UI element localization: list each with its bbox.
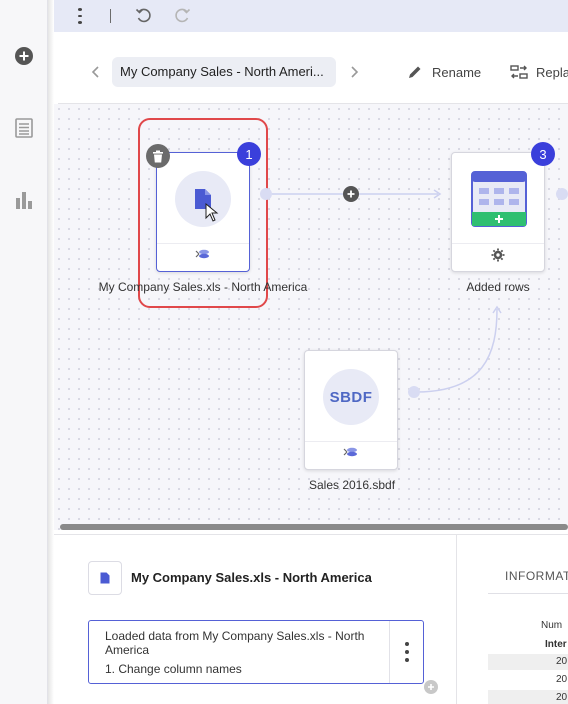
selection-highlight	[138, 118, 268, 308]
swap-icon	[510, 63, 528, 81]
tab-information[interactable]: INFORMAT	[505, 569, 568, 583]
step-badge: 1	[237, 142, 261, 166]
step-item: 1. Change column names	[105, 662, 242, 676]
transform-icon	[195, 248, 211, 267]
chevron-left-icon[interactable]	[88, 64, 104, 80]
node-label: My Company Sales.xls - North America	[98, 280, 308, 294]
rename-button[interactable]: Rename	[406, 62, 481, 82]
gear-icon[interactable]	[491, 248, 505, 267]
add-step-icon[interactable]	[424, 680, 438, 694]
panel-divider	[456, 534, 457, 704]
source-selector[interactable]: My Company Sales - North Ameri...	[112, 57, 336, 87]
toolbar-separator	[110, 9, 111, 23]
horizontal-scrollbar[interactable]	[60, 524, 568, 530]
node-label: Added rows	[466, 280, 530, 294]
replace-button[interactable]: Repla	[510, 62, 568, 82]
table-row	[488, 690, 568, 704]
transform-icon	[343, 446, 359, 465]
table-cell: 20	[556, 656, 568, 667]
output-port[interactable]	[260, 188, 272, 200]
rename-label: Rename	[432, 64, 482, 80]
table-header-cell: Inter	[545, 639, 567, 650]
top-toolbar	[54, 0, 568, 32]
bar-chart-icon[interactable]	[13, 189, 35, 211]
added-rows-node[interactable]	[451, 152, 545, 272]
step-description-cont: America	[105, 643, 150, 657]
left-rail	[0, 0, 48, 704]
table-add-rows-icon	[471, 171, 527, 227]
flow-canvas[interactable]: 1 My Company Sales.xls - North America 3…	[54, 104, 568, 530]
tab-underline	[488, 593, 568, 594]
kebab-vertical-icon[interactable]	[389, 621, 423, 683]
output-port[interactable]	[556, 188, 568, 200]
node-footer	[305, 441, 397, 469]
node-label: Sales 2016.sbdf	[308, 478, 396, 492]
add-step-icon[interactable]	[343, 186, 359, 202]
details-title: My Company Sales.xls - North America	[131, 570, 372, 585]
node-footer	[452, 243, 544, 271]
undo-icon[interactable]	[134, 6, 154, 26]
table-cell: 20	[556, 692, 568, 703]
source-header: My Company Sales - North Ameri... Rename…	[58, 40, 568, 104]
node-footer	[157, 243, 249, 271]
step-badge: 3	[531, 142, 555, 166]
replace-label: Repla	[536, 64, 568, 80]
output-port[interactable]	[408, 386, 420, 398]
chevron-right-icon[interactable]	[346, 64, 362, 80]
redo-icon[interactable]	[172, 6, 192, 26]
mouse-cursor-icon	[205, 203, 219, 222]
step-card[interactable]: Loaded data from My Company Sales.xls - …	[88, 620, 424, 684]
kebab-vertical-icon[interactable]	[70, 6, 90, 26]
trash-icon[interactable]	[146, 144, 170, 168]
pencil-icon	[406, 63, 424, 81]
source-node-excel[interactable]	[156, 152, 250, 272]
data-table-icon[interactable]	[13, 117, 35, 139]
add-circle-icon[interactable]	[13, 45, 35, 67]
sbdf-file-icon: SBDF	[323, 369, 379, 425]
rail-shadow	[48, 0, 54, 704]
document-icon	[175, 171, 231, 227]
sbdf-source-node[interactable]: SBDF	[304, 350, 398, 470]
step-description: Loaded data from My Company Sales.xls - …	[105, 629, 365, 643]
table-header-cell: Num	[541, 620, 563, 631]
table-cell: 20	[556, 674, 568, 685]
document-icon	[88, 561, 122, 595]
table-row	[488, 654, 568, 670]
